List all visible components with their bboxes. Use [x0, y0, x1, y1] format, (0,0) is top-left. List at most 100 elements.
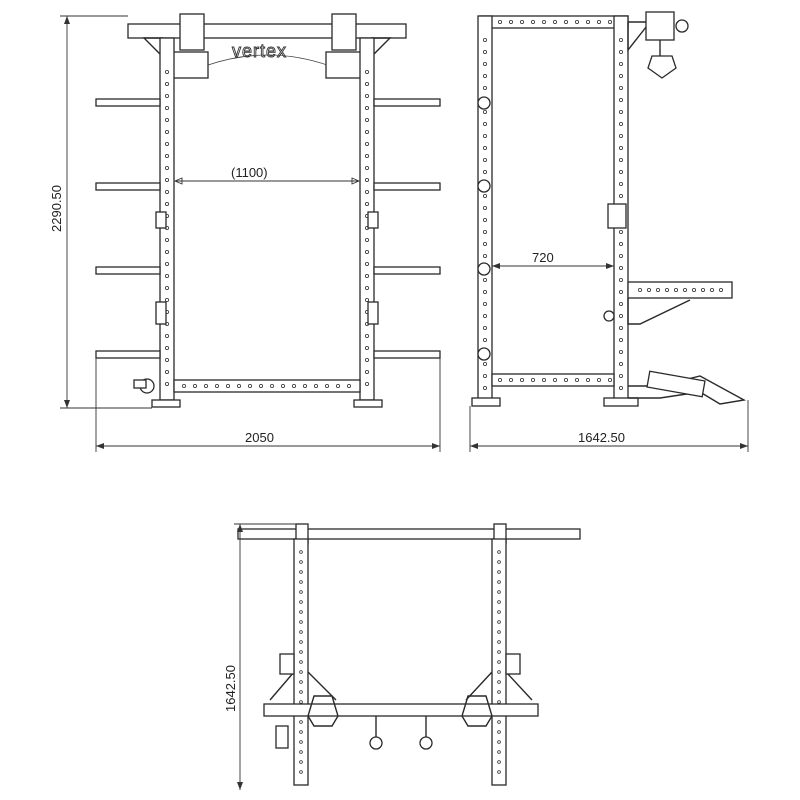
hole [164, 273, 169, 278]
hole [364, 129, 369, 134]
front-weight-horns-right [373, 98, 441, 359]
hole [497, 640, 501, 644]
hole [280, 383, 285, 388]
hole [497, 680, 501, 684]
hole [364, 369, 369, 374]
hole [692, 287, 697, 292]
side-horn-4 [477, 347, 491, 361]
hole [482, 289, 487, 294]
hole [299, 570, 303, 574]
hole [482, 217, 487, 222]
hole [482, 241, 487, 246]
hole [364, 261, 369, 266]
hole [164, 106, 169, 111]
hole [508, 19, 513, 24]
hole [497, 620, 501, 624]
hole [299, 630, 303, 634]
hole [619, 169, 624, 174]
hole [619, 313, 624, 318]
side-horn-2 [477, 179, 491, 193]
hole [520, 377, 525, 382]
hole [482, 385, 487, 390]
side-rear-storage [646, 370, 706, 398]
hole [619, 253, 624, 258]
top-bracket-left [279, 653, 295, 675]
front-height-label: 2290.50 [49, 185, 64, 232]
hole [619, 145, 624, 150]
side-foot-rear [603, 397, 639, 407]
hole [164, 237, 169, 242]
hole [364, 345, 369, 350]
hole [364, 106, 369, 111]
hole [364, 297, 369, 302]
hole [497, 750, 501, 754]
hole [364, 357, 369, 362]
hole [482, 38, 487, 43]
hole [683, 287, 688, 292]
front-safety-right [367, 301, 379, 325]
hole [619, 289, 624, 294]
hole [164, 381, 169, 386]
front-top-plate-right [331, 13, 357, 51]
front-pulley-left [171, 51, 209, 79]
front-weight-horns-left [95, 98, 161, 359]
top-rear-beam [263, 703, 539, 717]
hole [164, 153, 169, 158]
hole [482, 361, 487, 366]
hole [324, 383, 329, 388]
hole [364, 189, 369, 194]
hole [674, 287, 679, 292]
hole [619, 74, 624, 79]
hole [497, 590, 501, 594]
hole [164, 177, 169, 182]
hole [482, 373, 487, 378]
front-bottom-beam-holes [181, 383, 351, 388]
side-depth-label: 1642.50 [578, 430, 625, 445]
top-landmine [275, 725, 289, 749]
top-handle-2 [419, 736, 433, 750]
hole [299, 610, 303, 614]
hole [299, 560, 303, 564]
top-pulley-right [461, 695, 493, 727]
side-bottom-beam-holes [497, 377, 613, 382]
hole [619, 277, 624, 282]
side-top-beam-holes [497, 19, 613, 24]
hole [299, 640, 303, 644]
hole [299, 620, 303, 624]
hole [482, 193, 487, 198]
hole [619, 38, 624, 43]
hole [619, 349, 624, 354]
hole [482, 253, 487, 258]
hole [520, 19, 525, 24]
hole [710, 287, 715, 292]
side-view: 720 1642.50 [469, 11, 749, 452]
hole [364, 177, 369, 182]
hole [482, 86, 487, 91]
hole [364, 82, 369, 87]
hole [619, 181, 624, 186]
side-safety-arm [627, 281, 733, 299]
hole [619, 373, 624, 378]
hole [269, 383, 274, 388]
hole [719, 287, 724, 292]
hole [497, 19, 502, 24]
top-bracket-right [505, 653, 521, 675]
hole [542, 19, 547, 24]
hole [299, 700, 303, 704]
hole [164, 94, 169, 99]
hole [164, 333, 169, 338]
hole [482, 277, 487, 282]
hole [575, 19, 580, 24]
hole [164, 201, 169, 206]
front-safety-left [155, 301, 167, 325]
side-horn-3 [477, 262, 491, 276]
hole [619, 62, 624, 67]
hole [619, 229, 624, 234]
hole [236, 383, 241, 388]
hole [299, 730, 303, 734]
hole [364, 273, 369, 278]
front-width-label: 2050 [245, 430, 274, 445]
hole [497, 650, 501, 654]
hole [619, 337, 624, 342]
hole [701, 287, 706, 292]
